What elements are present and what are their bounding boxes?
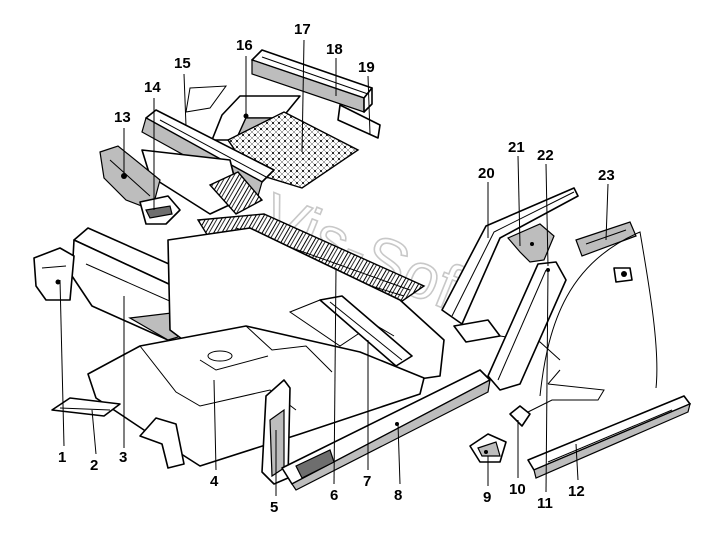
callout-18: 18 — [326, 41, 343, 58]
callout-4: 4 — [210, 473, 219, 490]
callout-15: 15 — [174, 55, 191, 72]
callout-11: 11 — [537, 495, 553, 512]
part-11-door-seal — [539, 231, 658, 397]
callout-labels: 1 2 3 4 5 6 7 8 9 10 11 12 13 14 15 16 1… — [58, 21, 615, 516]
callout-leader-lines — [59, 39, 609, 496]
part-22-b-pillar — [487, 261, 567, 391]
callout-14: 14 — [144, 79, 161, 96]
callout-3: 3 — [119, 449, 127, 466]
callout-12: 12 — [568, 483, 585, 500]
callout-5: 5 — [270, 499, 278, 516]
part-15-cowl-panel — [141, 85, 275, 215]
callout-8: 8 — [394, 487, 402, 504]
callout-7: 7 — [363, 473, 371, 490]
part-9-door-hinge — [469, 433, 507, 463]
callout-17: 17 — [294, 21, 311, 38]
callout-9: 9 — [483, 489, 491, 506]
part-1-side-bracket — [33, 247, 75, 301]
callout-19: 19 — [358, 59, 375, 76]
part-12-sill-trim — [527, 395, 691, 479]
part-20-a-pillar — [441, 187, 579, 361]
callout-2: 2 — [90, 457, 98, 474]
part-14-mount-bracket — [139, 195, 181, 225]
part-10-door-check — [509, 369, 605, 427]
part-2-front-rail — [51, 397, 121, 417]
callout-16: 16 — [236, 37, 253, 54]
callout-1: 1 — [58, 449, 66, 466]
callout-10: 10 — [509, 481, 526, 498]
floor-front-bracket — [139, 417, 185, 469]
callout-22: 22 — [537, 147, 554, 164]
callout-20: 20 — [478, 165, 495, 182]
callout-13: 13 — [114, 109, 131, 126]
callout-21: 21 — [508, 139, 525, 156]
callout-6: 6 — [330, 487, 338, 504]
part-7-cross-rail — [319, 295, 413, 367]
callout-23: 23 — [598, 167, 615, 184]
